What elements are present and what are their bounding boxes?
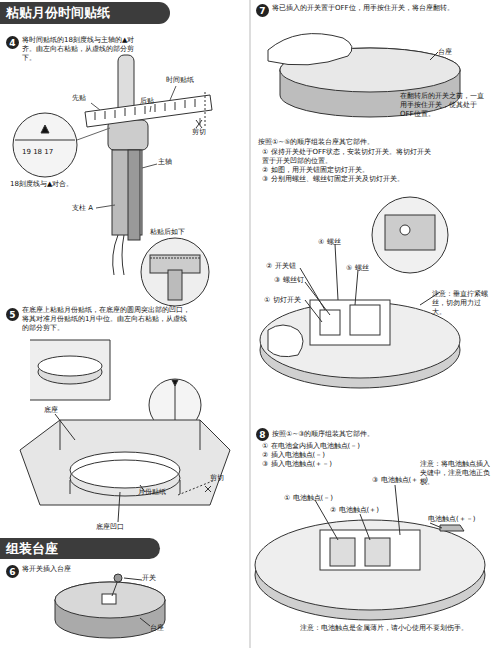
annotation-text: 底座凹口	[96, 523, 124, 532]
annotation-text: 时间贴纸	[166, 76, 194, 85]
annotation-text: ② 如图，用开关钮固定切灯开关。	[262, 166, 462, 175]
annotation-text: ④ 螺丝	[318, 238, 341, 247]
step-number: 6	[6, 565, 19, 578]
annotation-text: ③ 螺丝钉	[274, 276, 304, 285]
annotation-text: 月份贴纸	[138, 488, 166, 497]
annotation-text: 电池触点(＋－)	[428, 515, 475, 524]
annotation-text: 后贴	[140, 97, 154, 106]
annotation-text: 将时间贴纸的18刻度线与主轴的▲对齐。由左向右粘贴，从虚线的部分剪下。	[22, 36, 142, 62]
annotation-text: 开关	[142, 574, 156, 583]
annotation-text: 注意：垂直拧紧螺丝，切勿用力过大。	[432, 290, 494, 316]
annotation-text: 在底座上粘贴月份贴纸，在底座的圆周突出部的凹口，将其对准月份贴纸的1月中位。由左…	[22, 306, 192, 332]
annotation-text: 剪切	[192, 128, 206, 137]
base-tray	[30, 340, 201, 431]
lamp-body	[108, 55, 148, 275]
annotation-text: ① 保持开关处于OFF状态，安装切灯开关。将切灯开关置于开关凹部的位置。	[262, 148, 432, 166]
annotation-text: 台座	[438, 48, 452, 57]
annotation-text: ② 插入电池触点(－)	[262, 451, 462, 460]
step-label: 4	[9, 38, 15, 48]
step-number: 4	[6, 36, 19, 49]
annotation-text: 注意：将电池触点插入夹缝中，注意电池正负极。	[420, 460, 492, 486]
annotation-text: 台座	[150, 624, 164, 633]
annotation-text: 将已插入的开关置于OFF位，用手按住开关，将台座翻转。	[272, 4, 472, 13]
annotation-text: 按照①~⑤的顺序组装台座其它部件。	[258, 138, 488, 147]
section-title: 组装台座	[6, 540, 58, 558]
annotation-text: 粘贴后如下	[150, 228, 185, 237]
inset	[13, 113, 77, 177]
annotation-text: ① 在电池盒内插入电池触点(－)	[262, 442, 462, 451]
annotation-text: ③ 分别用螺丝、螺丝钉固定开关及切灯开关。	[262, 175, 482, 184]
annotation-text: ① 切灯开关	[264, 296, 301, 305]
annotation-text: 19 18 17	[22, 148, 53, 157]
annotation-text: ⑤ 螺丝	[346, 264, 369, 273]
pedestal	[55, 574, 165, 638]
annotation-text: 支柱 A	[72, 204, 93, 213]
annotation-text: 注意：电池触点是金属薄片，请小心使用不要划伤手。	[300, 624, 495, 633]
step-number: 8	[256, 428, 269, 441]
step-label: 7	[259, 6, 265, 16]
scissors	[196, 120, 202, 128]
step-label: 5	[9, 310, 15, 320]
time-sticker	[85, 95, 212, 127]
step-number: 7	[256, 4, 269, 17]
step-number: 5	[6, 308, 19, 321]
annotation-text: ① 电池触点(－)	[284, 494, 333, 503]
step-label: 6	[9, 567, 15, 577]
section-band: 组装台座	[0, 538, 160, 559]
switch-assembly	[260, 197, 460, 388]
annotation-text: 18刻度线与▲对合。	[10, 180, 90, 189]
annotation-text: ② 开关钮	[266, 262, 296, 271]
divider	[250, 0, 251, 648]
annotation-text: 按照①~③的顺序组装其它部件。	[272, 430, 492, 439]
section-band: 粘贴月份时间贴纸	[0, 2, 170, 24]
annotation-text: 主轴	[158, 158, 172, 167]
annotation-text: 底座	[44, 406, 58, 415]
battery-contacts	[255, 485, 485, 620]
section-title: 粘贴月份时间贴纸	[6, 4, 110, 22]
annotation-text: 将开关插入台座	[22, 565, 142, 574]
annotation-text: 先贴	[72, 94, 86, 103]
annotation-text: 在翻转后的开关之前，一直用手按住开关，使其处于OFF位置。	[400, 92, 490, 118]
annotation-text: ③ 电池触点(＋－)	[372, 476, 428, 485]
step-label: 8	[259, 430, 265, 440]
annotation-text: 剪切	[210, 474, 224, 483]
annotation-text: ② 电池触点(＋)	[330, 506, 379, 515]
base	[20, 414, 230, 522]
